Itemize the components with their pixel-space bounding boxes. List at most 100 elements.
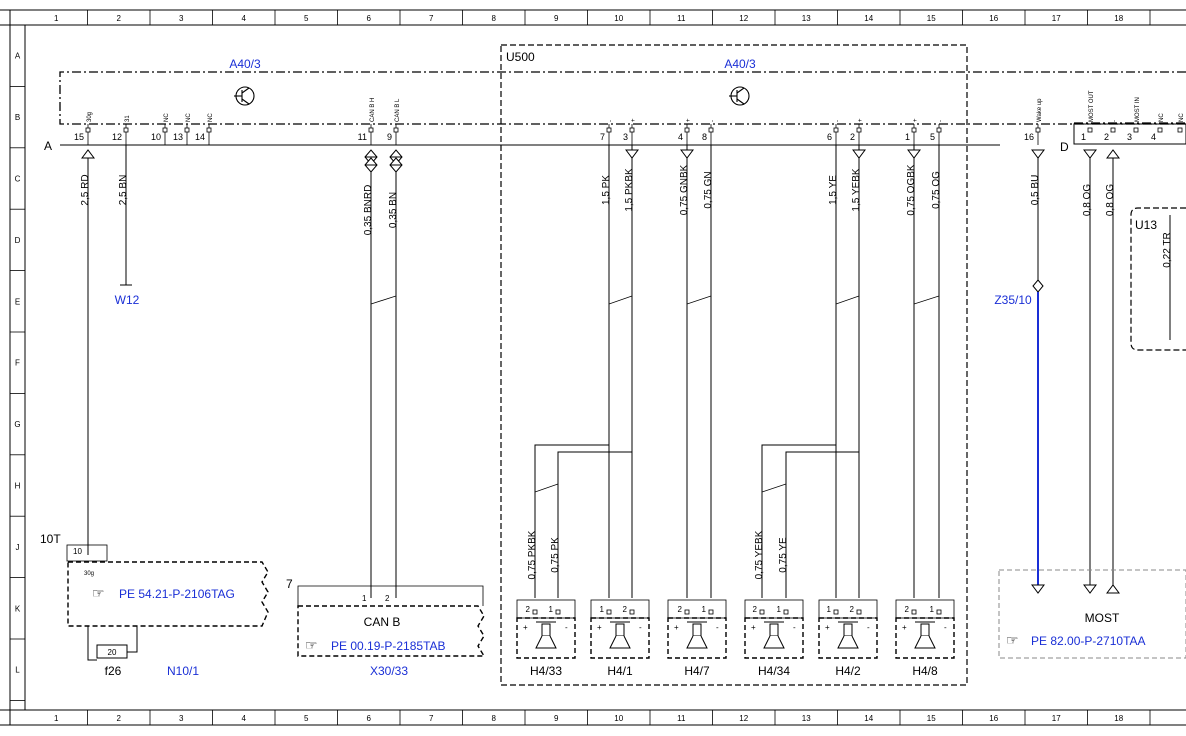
pin-number: 8 xyxy=(702,132,707,142)
u500-label: U500 xyxy=(506,50,535,64)
arrow-down-icon xyxy=(1031,584,1045,594)
pin-number: 3 xyxy=(623,132,628,142)
most-pin-number: 4 xyxy=(1151,132,1156,142)
wire-label: 0,8 OG xyxy=(1082,184,1093,216)
twist-marker xyxy=(761,480,787,496)
speaker-cone xyxy=(763,635,785,649)
wire-label: 0,75 OG xyxy=(931,171,942,209)
arrow-down-icon xyxy=(1031,149,1045,159)
speaker-label: H4/1 xyxy=(607,664,633,678)
pin-number: 7 xyxy=(600,132,605,142)
grid-col-label: 2 xyxy=(117,14,122,23)
most-pin-terminal xyxy=(1177,127,1183,133)
speaker-pin xyxy=(532,609,538,615)
grid-col-label: 14 xyxy=(864,14,873,23)
speaker-polarity: - xyxy=(867,623,870,632)
grid-col-label: 12 xyxy=(739,14,748,23)
speaker-icon xyxy=(920,623,930,637)
canb-number: 7 xyxy=(286,577,293,591)
wire-label: 2,5 BN xyxy=(118,175,129,206)
speaker-label: H4/33 xyxy=(530,664,562,678)
pin-number: 4 xyxy=(678,132,683,142)
speaker-cone xyxy=(686,635,708,649)
grid-col-label: 1 xyxy=(54,714,59,723)
speaker-polarity: + xyxy=(902,623,907,632)
speaker-pin xyxy=(833,609,839,615)
wire xyxy=(534,444,609,598)
canb-reference: PE 00.19-P-2185TAB xyxy=(331,639,446,653)
most-reference: PE 82.00-P-2710TAA xyxy=(1031,634,1146,648)
x30-label: X30/33 xyxy=(370,664,408,678)
speaker-pin xyxy=(555,609,561,615)
speaker-pin-number: 2 xyxy=(623,605,628,614)
grid-col-label: 8 xyxy=(492,14,497,23)
grid-row-label: B xyxy=(15,113,20,122)
pin-signal: CAN B H xyxy=(370,98,376,122)
speaker-icon xyxy=(692,623,702,637)
speaker-pin xyxy=(629,609,635,615)
speaker-pin xyxy=(606,609,612,615)
speaker-pin xyxy=(936,609,942,615)
pin-signal: NC xyxy=(186,113,192,122)
twist-marker xyxy=(835,292,860,308)
grid-col-label: 8 xyxy=(492,714,497,723)
wire-label: 0,75 YEBK xyxy=(754,530,765,579)
speaker-cone xyxy=(837,635,859,649)
wire-label: 0,35 BN xyxy=(388,192,399,228)
grid-row-label: J xyxy=(16,543,20,552)
grid-col-label: 3 xyxy=(179,14,184,23)
speaker-polarity: - xyxy=(565,623,568,632)
pin-signal: + xyxy=(631,118,637,122)
wire-label: 0,75 OGBK xyxy=(906,164,917,215)
pin-terminal xyxy=(856,127,862,133)
speaker-pin-number: 2 xyxy=(678,605,683,614)
pin-number: 1 xyxy=(905,132,910,142)
grid-row-label: K xyxy=(15,604,21,613)
u13-box xyxy=(1130,207,1186,351)
n10-header xyxy=(66,544,108,562)
grid-col-label: 6 xyxy=(367,14,372,23)
speaker-box xyxy=(516,617,576,659)
pin-terminal xyxy=(184,127,190,133)
arrow-up-icon xyxy=(1106,584,1120,594)
grid-row-label: F xyxy=(15,359,20,368)
u13-label: U13 xyxy=(1135,218,1157,232)
pin-signal: + xyxy=(913,118,919,122)
arrow-down-icon xyxy=(625,149,639,159)
grid-row-label: G xyxy=(14,420,20,429)
canb-box xyxy=(297,605,486,657)
speaker-pin xyxy=(856,609,862,615)
grid-row-label: C xyxy=(15,175,21,184)
transistor-icon xyxy=(729,86,750,106)
speaker-pin-number: 2 xyxy=(526,605,531,614)
pin-terminal xyxy=(393,127,399,133)
most-pin-terminal xyxy=(1110,127,1116,133)
pin-terminal xyxy=(833,127,839,133)
speaker-polarity: + xyxy=(597,623,602,632)
most-pin-number: 3 xyxy=(1127,132,1132,142)
pin-signal: CAN B L xyxy=(395,98,401,122)
pin-terminal xyxy=(1035,127,1041,133)
twist-marker xyxy=(686,292,712,308)
arrow-down-icon xyxy=(680,149,694,159)
speaker-label: H4/7 xyxy=(684,664,710,678)
pin-number: 16 xyxy=(1024,132,1034,142)
speaker-box xyxy=(590,617,650,659)
most-pin-signal: NC xyxy=(1159,113,1165,122)
wire-label: 2,5 RD xyxy=(80,174,91,205)
pin-terminal xyxy=(629,127,635,133)
a40-label-left: A40/3 xyxy=(229,57,261,71)
pin-number: 5 xyxy=(930,132,935,142)
fuse-label: f26 xyxy=(105,664,122,678)
wire xyxy=(557,451,632,598)
grid-col-label: 5 xyxy=(304,714,309,723)
wire-label: 0,5 BU xyxy=(1030,175,1041,206)
speaker-pin-number: 1 xyxy=(777,605,782,614)
pin-terminal xyxy=(206,127,212,133)
pin-number: 15 xyxy=(74,132,84,142)
pin-10t-label: 10T xyxy=(40,532,61,546)
grid-col-label: 11 xyxy=(677,14,686,23)
wire-label: 0,75 GN xyxy=(703,171,714,208)
